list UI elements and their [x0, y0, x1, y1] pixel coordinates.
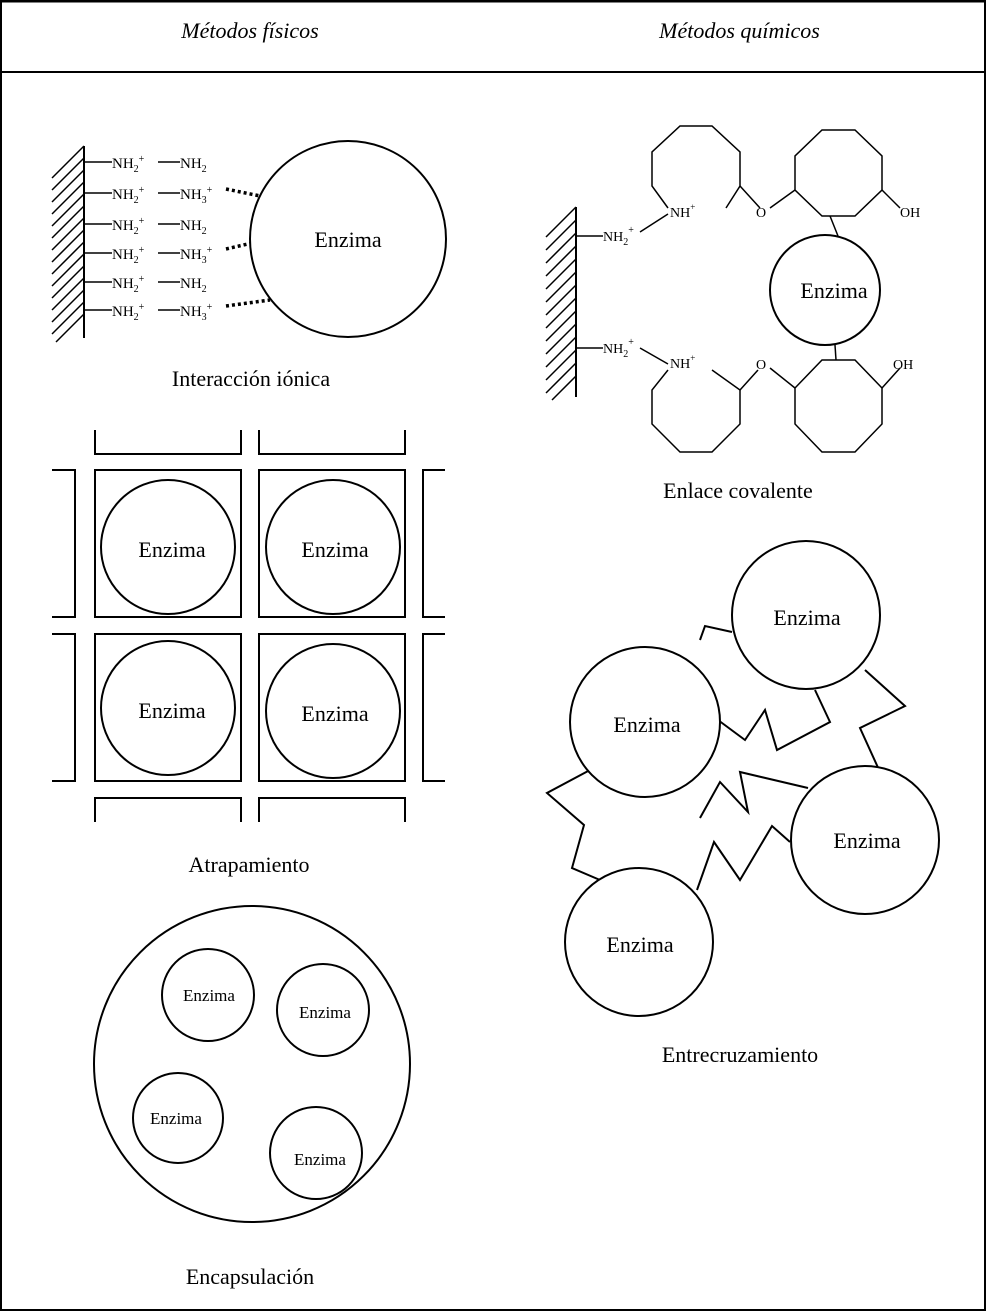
enzyme-label: Enzima	[833, 828, 900, 853]
enzyme-label: Enzima	[301, 537, 368, 562]
crosslinking-figure: Enzima Enzima Enzima Enzima Entrecruzami…	[545, 540, 940, 1067]
covalent-chain-bottom: NH2+ NH+ O OH	[576, 337, 913, 453]
sugar-ring	[794, 129, 883, 217]
svg-text:NH2: NH2	[180, 156, 207, 175]
ionic-row-3: NH2+ NH2	[84, 216, 207, 237]
svg-text:NH2+: NH2+	[112, 185, 145, 206]
ionic-interaction-figure: NH2+ NH2 NH2+ NH3+ NH2+ NH2 NH2+ NH3+ NH…	[51, 140, 447, 391]
svg-text:NH3+: NH3+	[180, 185, 213, 206]
svg-text:NH+: NH+	[670, 202, 695, 221]
enzyme-label: Enzima	[314, 227, 381, 252]
enzyme-circle	[265, 643, 401, 779]
ionic-bond-dots	[225, 298, 271, 308]
enzyme-circle	[100, 640, 236, 776]
enzyme-circle	[100, 479, 236, 615]
enzyme-circle	[790, 765, 940, 915]
enzyme-label: Enzima	[606, 932, 673, 957]
encapsulation-figure: Enzima Enzima Enzima Enzima Encapsulació…	[93, 905, 411, 1289]
support-hatching	[51, 145, 85, 343]
svg-text:O: O	[756, 206, 766, 221]
enzyme-circle	[564, 867, 714, 1017]
header-chemical-methods: Métodos químicos	[659, 18, 820, 43]
svg-text:NH2+: NH2+	[112, 216, 145, 237]
enzyme-circle	[132, 1072, 224, 1164]
enzyme-label: Enzima	[299, 1003, 351, 1022]
enzyme-circle	[269, 1106, 363, 1200]
svg-text:OH: OH	[900, 206, 920, 221]
covalent-caption: Enlace covalente	[663, 478, 813, 503]
svg-text:OH: OH	[893, 358, 913, 373]
svg-text:NH2: NH2	[180, 276, 207, 295]
enzyme-label: Enzima	[773, 605, 840, 630]
svg-text:NH2+: NH2+	[112, 302, 145, 323]
svg-text:NH2+: NH2+	[112, 274, 145, 295]
enzyme-label: Enzima	[150, 1109, 202, 1128]
enzyme-circle	[569, 646, 721, 798]
svg-text:NH2: NH2	[180, 218, 207, 237]
ionic-row-6: NH2+ NH3+	[84, 298, 271, 323]
svg-text:NH2+: NH2+	[603, 337, 634, 360]
svg-text:NH2+: NH2+	[112, 154, 145, 175]
encapsulation-caption: Encapsulación	[186, 1264, 314, 1289]
ionic-caption: Interacción iónica	[172, 366, 330, 391]
svg-text:O: O	[756, 358, 766, 373]
ionic-row-4: NH2+ NH3+	[84, 241, 253, 266]
enzyme-circle	[161, 948, 255, 1042]
enzyme-circle	[731, 540, 881, 690]
piperidine-ring	[651, 369, 741, 453]
enzyme-label: Enzima	[183, 986, 235, 1005]
crosslinking-caption: Entrecruzamiento	[662, 1042, 818, 1067]
enzyme-label: Enzima	[301, 701, 368, 726]
enzyme-circle	[265, 479, 401, 615]
sugar-ring	[794, 359, 883, 453]
piperidine-ring	[651, 125, 741, 209]
ionic-bond-dots	[225, 241, 253, 251]
covalent-chain-top: NH2+ NH+ O OH	[576, 125, 920, 248]
enzyme-label: Enzima	[294, 1150, 346, 1169]
gel-matrix	[52, 430, 445, 822]
ionic-row-2: NH2+ NH3+	[84, 185, 271, 206]
enzyme-circle	[769, 234, 881, 346]
support-hatching	[545, 206, 577, 401]
enzyme-label: Enzima	[613, 712, 680, 737]
svg-text:NH3+: NH3+	[180, 245, 213, 266]
covalent-bond-figure: NH2+ NH+ O OH Enzima NH2+ NH+ O OH	[545, 125, 920, 503]
header-physical-methods: Métodos físicos	[181, 18, 319, 43]
enzyme-label: Enzima	[138, 698, 205, 723]
capsule-membrane	[93, 905, 411, 1223]
crosslinker-zigzag	[545, 624, 907, 891]
ionic-row-1: NH2+ NH2	[84, 154, 207, 175]
ionic-row-5: NH2+ NH2	[84, 274, 207, 295]
svg-text:NH2+: NH2+	[603, 225, 634, 248]
svg-text:NH2+: NH2+	[112, 245, 145, 266]
svg-text:NH3+: NH3+	[180, 302, 213, 323]
enzyme-circle	[249, 140, 447, 338]
svg-text:NH+: NH+	[670, 353, 695, 372]
enzyme-label: Enzima	[800, 278, 867, 303]
enzyme-label: Enzima	[138, 537, 205, 562]
trapping-caption: Atrapamiento	[189, 852, 310, 877]
trapping-figure: Enzima Enzima Enzima Enzima Atrapamiento	[52, 430, 445, 877]
enzyme-circle	[276, 963, 370, 1057]
